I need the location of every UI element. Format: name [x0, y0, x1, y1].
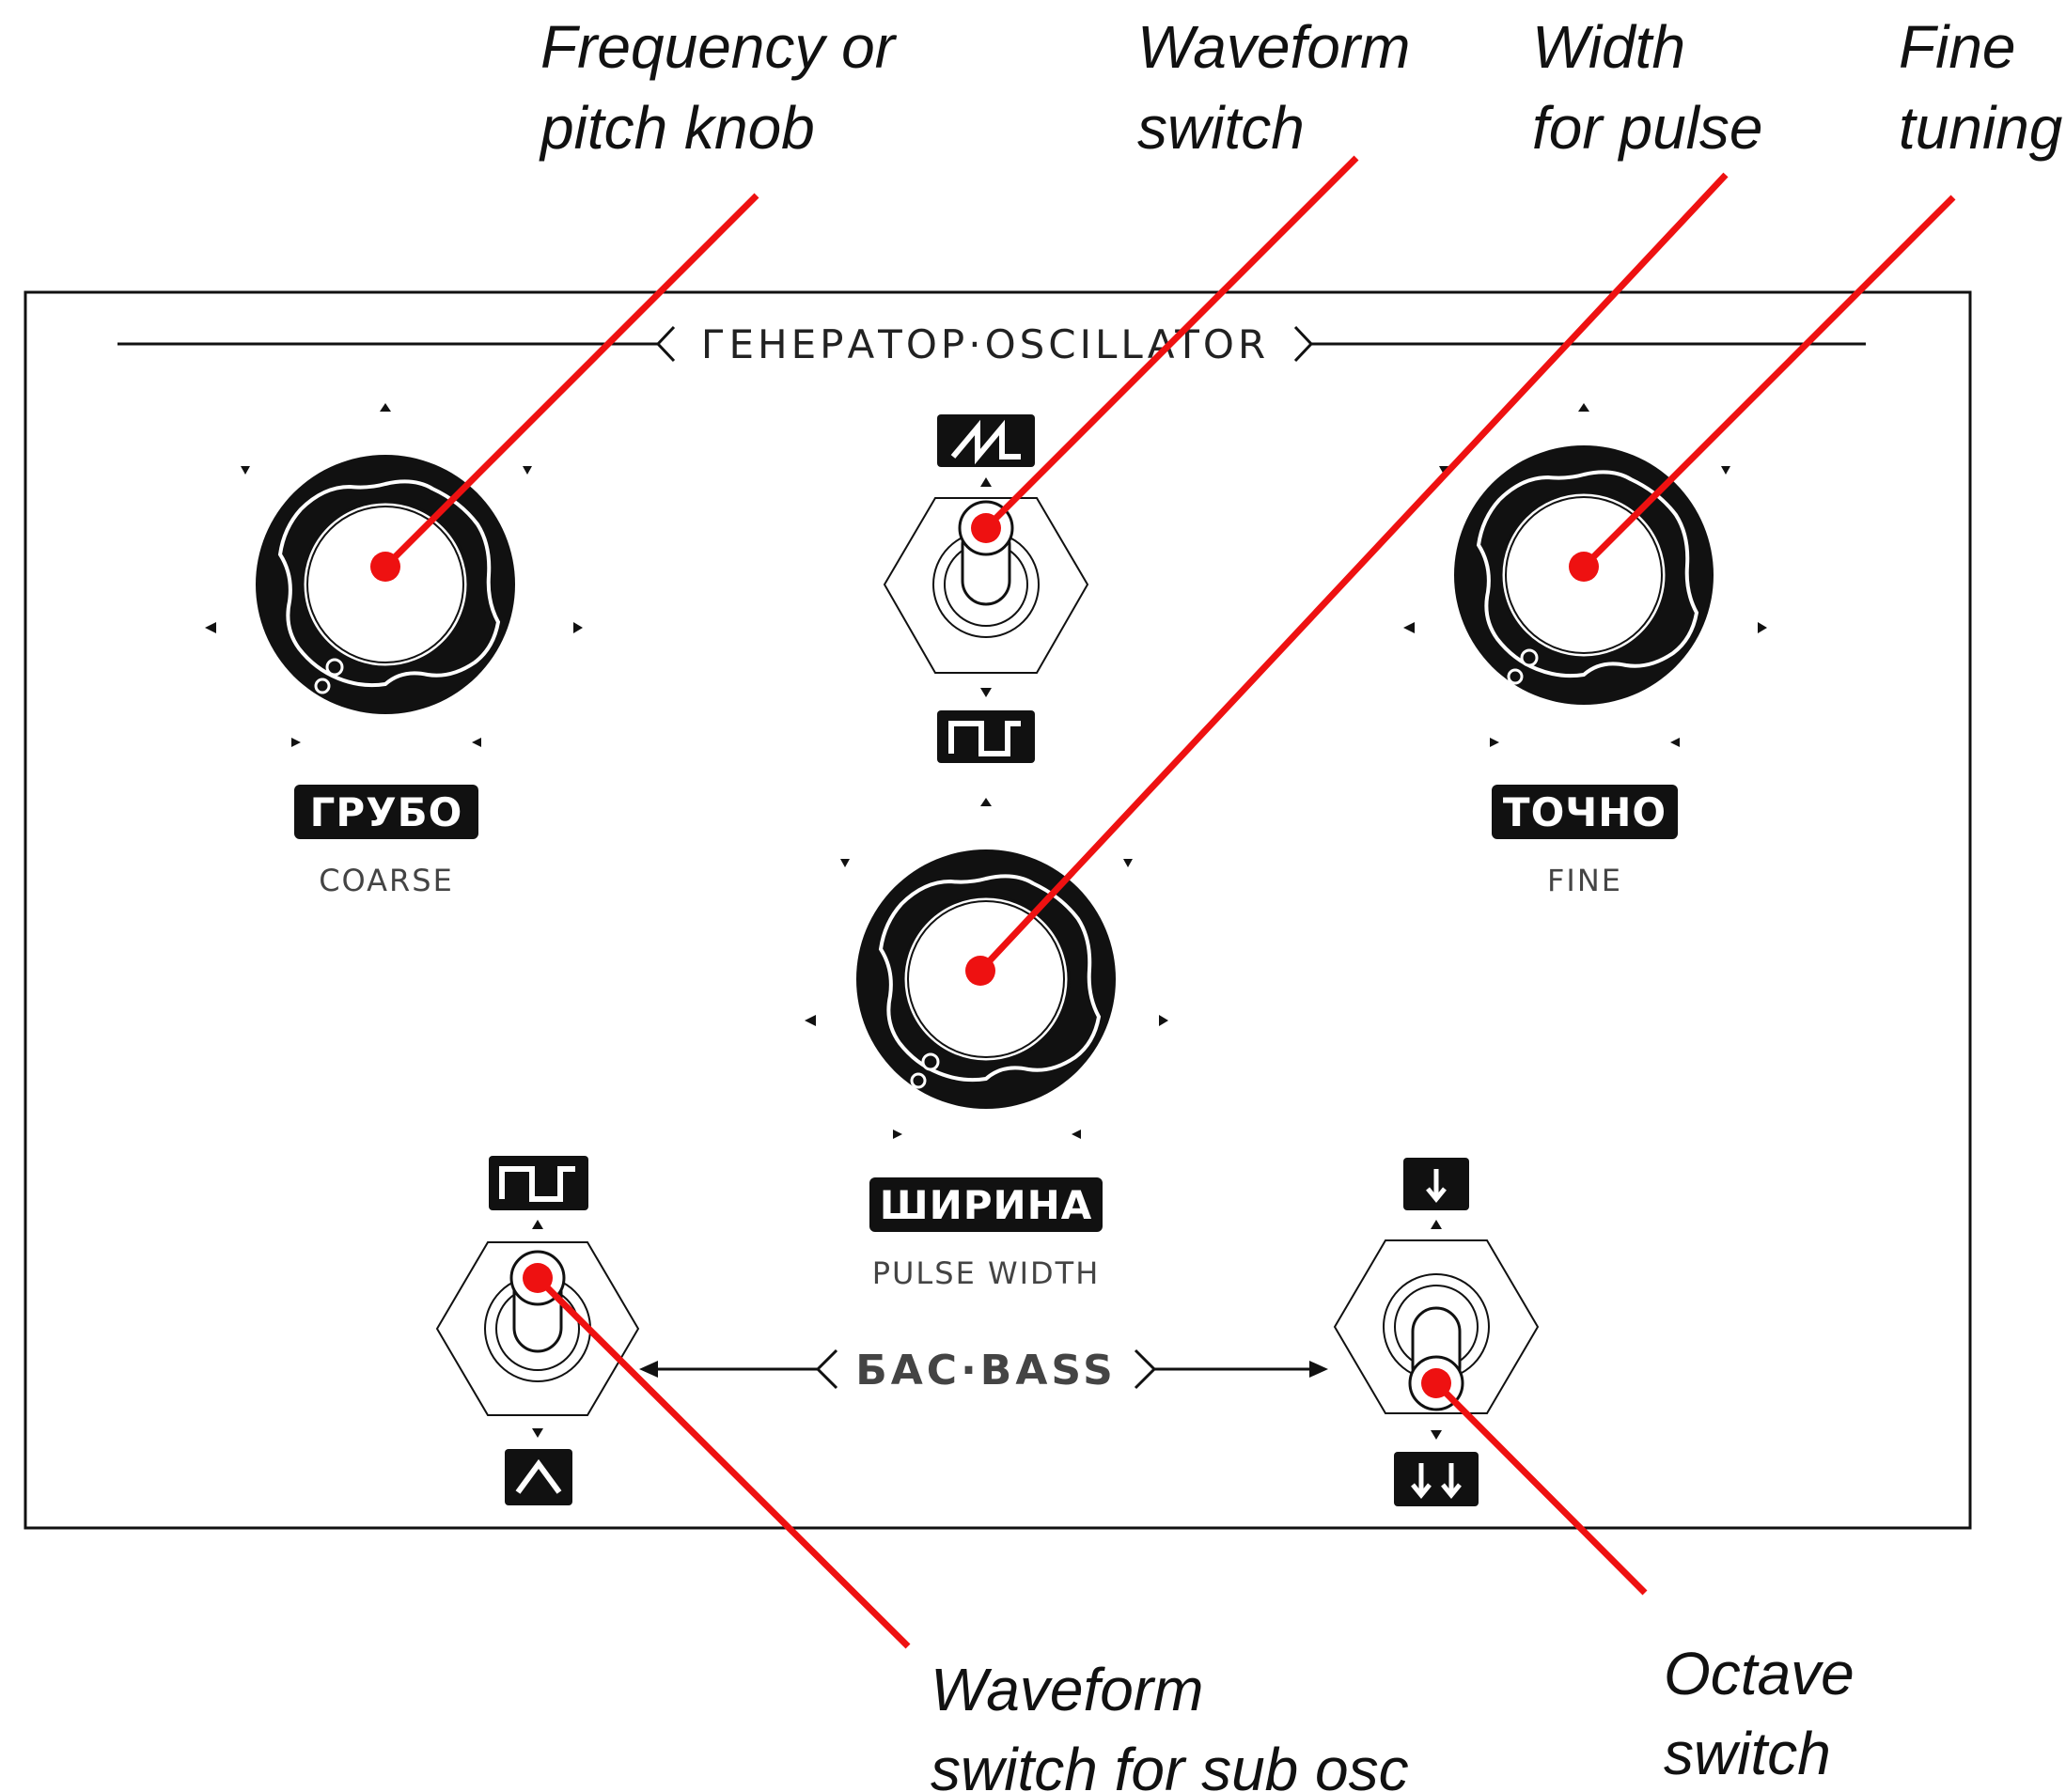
callout-line-octave: [1433, 1380, 1648, 1596]
callout-pitch-line2: pitch knob: [539, 94, 815, 162]
bass-label-group: БАС·BASS: [639, 1347, 1328, 1395]
callout-octave-line1: Octave: [1664, 1640, 1855, 1707]
callout-dot-fine: [1569, 552, 1599, 582]
sub-switch-down-marker: [532, 1428, 543, 1438]
callout-octave-line2: switch: [1664, 1720, 1831, 1787]
fine-knob-ticks: [1403, 403, 1767, 747]
waveform-switch-up-marker: [980, 477, 992, 487]
callout-width-line1: Width: [1532, 13, 1685, 81]
waveform-switch-down-marker: [980, 688, 992, 697]
width-label: PULSE WIDTH: [872, 1255, 1101, 1291]
fine-badge-label: ТОЧНО: [1503, 789, 1667, 835]
callout-line-sub-waveform: [535, 1275, 911, 1649]
coarse-knob[interactable]: [256, 455, 515, 714]
panel-title-group: ГЕНЕРАТОР·OSCILLATOR: [117, 321, 1866, 367]
sawtooth-wave-icon: [937, 414, 1035, 467]
bass-label: БАС·BASS: [855, 1347, 1117, 1395]
callout-sub-waveform-line2: switch for sub osc: [931, 1736, 1409, 1792]
width-badge-label: ШИРИНА: [880, 1182, 1093, 1228]
square-wave-icon: [937, 710, 1035, 763]
coarse-badge: [294, 785, 478, 839]
callout-dot-width: [965, 956, 995, 986]
callout-line-fine: [1581, 195, 1956, 569]
callout-line-width: [978, 172, 1729, 974]
arrow-down-icon: [1403, 1158, 1469, 1210]
fine-label: FINE: [1547, 863, 1622, 898]
sub-switch-up-marker: [532, 1220, 543, 1229]
callout-dot-sub-waveform: [523, 1263, 553, 1293]
callout-fine-line2: tuning: [1899, 94, 2063, 162]
callout-line-waveform: [983, 155, 1359, 531]
width-badge: [869, 1177, 1103, 1232]
octave-switch-down-marker: [1431, 1430, 1442, 1440]
callout-pointers: [370, 155, 1956, 1649]
callout-width-line2: for pulse: [1532, 94, 1762, 162]
coarse-badge-label: ГРУБО: [310, 789, 463, 835]
coarse-label: COARSE: [319, 863, 454, 898]
callout-dot-waveform: [971, 513, 1001, 543]
callout-waveform-line2: switch: [1137, 94, 1305, 162]
callout-dot-octave: [1421, 1368, 1451, 1398]
coarse-knob-ticks: [205, 403, 583, 747]
octave-switch-up-marker: [1431, 1220, 1442, 1229]
sub-square-wave-icon: [489, 1156, 588, 1210]
octave-switch[interactable]: [1333, 1239, 1540, 1414]
callout-dot-pitch: [370, 552, 400, 582]
fine-badge: [1492, 785, 1678, 839]
triangle-wave-icon: [505, 1449, 572, 1505]
double-arrow-down-icon: [1394, 1452, 1479, 1506]
callout-waveform-line1: Waveform: [1137, 13, 1410, 81]
callout-sub-waveform-line1: Waveform: [931, 1656, 1203, 1723]
width-knob-ticks: [805, 798, 1168, 1139]
callout-line-pitch: [383, 193, 759, 569]
oscillator-panel: [23, 290, 1972, 1530]
callout-fine-line1: Fine: [1899, 13, 2016, 81]
callout-pitch-line1: Frequency or: [540, 13, 898, 81]
